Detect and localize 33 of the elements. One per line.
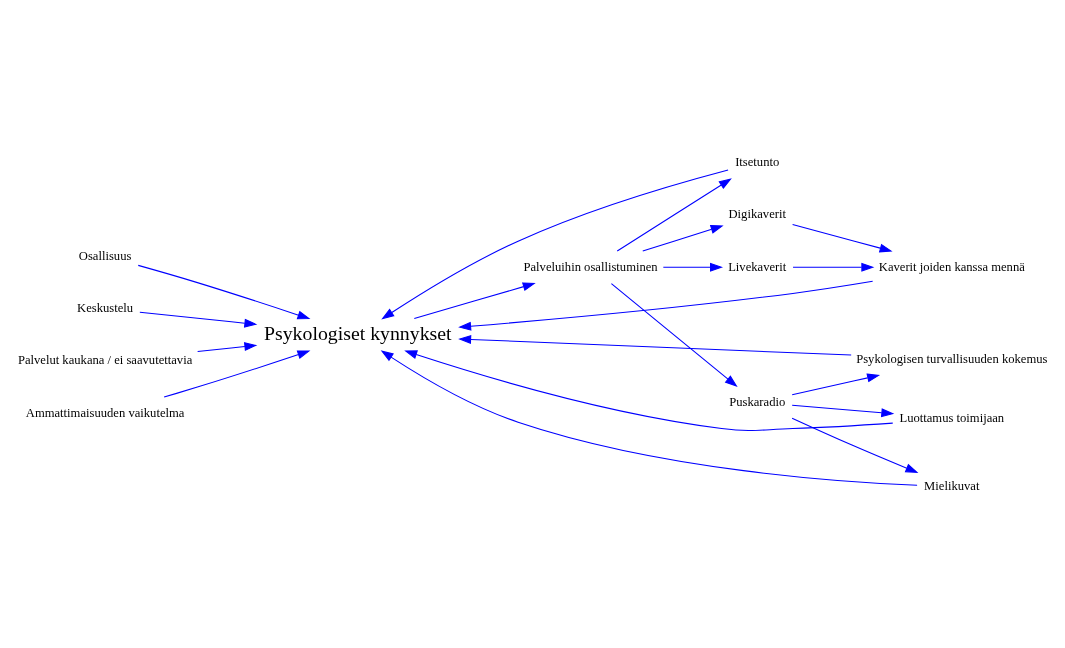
- node-text: Osallisuus: [78, 248, 132, 263]
- node-text: Livekaverit: [728, 259, 787, 274]
- node-text: Psykologiset kynnykset: [263, 321, 452, 344]
- arrow: [610, 282, 738, 387]
- arrow: [380, 349, 918, 486]
- arrow: [197, 341, 258, 352]
- arrow: [139, 311, 258, 328]
- node-text: Puskaradio: [729, 394, 786, 409]
- arrow: [616, 177, 732, 251]
- node-text: Itsetunto: [735, 154, 780, 169]
- arrow: [792, 262, 875, 272]
- node-text: Kaverit joiden kanssa mennä: [878, 259, 1025, 274]
- node-text: Luottamus toimijaan: [899, 410, 1005, 425]
- node-text: Keskustelu: [77, 300, 134, 315]
- arrow: [137, 264, 311, 319]
- arrow: [381, 168, 729, 319]
- arrow: [791, 372, 881, 395]
- arrow: [458, 280, 874, 331]
- arrow: [662, 262, 723, 272]
- node-text: Ammattimaisuuden vaikutelma: [25, 405, 185, 420]
- arrow: [642, 224, 724, 252]
- node-text: Digikaverit: [728, 206, 786, 221]
- arrow: [791, 417, 919, 473]
- node-text: Mielikuvat: [924, 478, 980, 493]
- arrow: [163, 349, 311, 397]
- node-text: Psykologisen turvallisuuden kokemus: [856, 351, 1048, 366]
- arrow: [404, 349, 894, 431]
- arrow: [413, 281, 536, 319]
- arrow: [791, 404, 895, 417]
- arrow: [792, 223, 893, 252]
- node-text: Palvelut kaukana / ei saavutettavia: [17, 352, 193, 367]
- arrow: [458, 334, 852, 356]
- node-text: Palveluihin osallistuminen: [523, 259, 658, 274]
